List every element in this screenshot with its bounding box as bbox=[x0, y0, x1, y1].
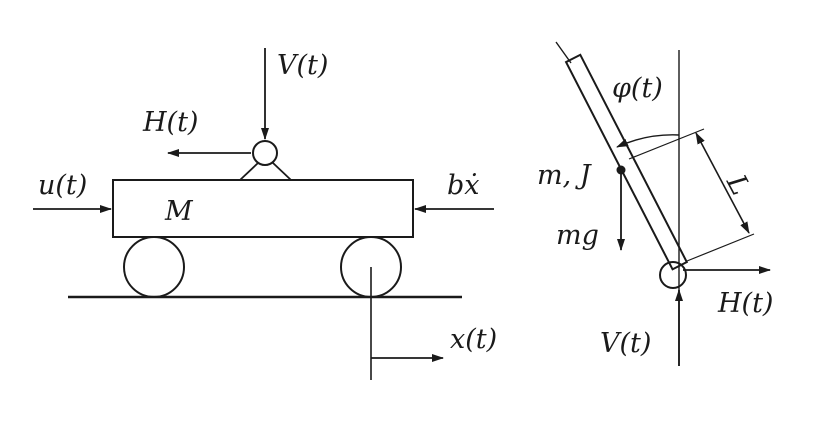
cart-vertical-force-label: V(t) bbox=[277, 50, 328, 81]
length-dimension-arrow-up bbox=[695, 132, 724, 185]
cart-horizontal-force-label: H(t) bbox=[142, 107, 198, 138]
length-extension-top bbox=[628, 128, 705, 160]
pivot-support-left bbox=[239, 162, 259, 181]
cart-system: M V(t) H(t) u(t) bẋ x(t) bbox=[33, 48, 497, 380]
length-dimension-arrow-down bbox=[722, 183, 750, 234]
cart-mass-label: M bbox=[164, 196, 194, 227]
rod-axis-extension bbox=[555, 41, 572, 64]
angle-label: φ(t) bbox=[612, 73, 663, 104]
mass-inertia-label: m, J bbox=[537, 160, 593, 191]
pendulum-pivot-pin bbox=[659, 261, 687, 289]
pendulum-horizontal-force-label: H(t) bbox=[717, 288, 773, 319]
angle-arc bbox=[616, 134, 680, 148]
pivot-pin bbox=[252, 140, 278, 166]
friction-force-label: bẋ bbox=[447, 170, 480, 201]
pendulum-system: φ(t) m, J mg L H(t) V(t) bbox=[537, 41, 773, 366]
pivot-support-right bbox=[272, 162, 292, 181]
pendulum-vertical-force-label: V(t) bbox=[600, 328, 651, 359]
cart-body bbox=[112, 179, 414, 238]
gravity-label: mg bbox=[556, 220, 599, 251]
position-label: x(t) bbox=[450, 324, 497, 355]
center-of-mass-dot bbox=[616, 165, 626, 175]
length-label: L bbox=[720, 169, 756, 200]
length-extension-bottom bbox=[686, 233, 755, 262]
left-wheel bbox=[123, 236, 185, 298]
pendulum-rod bbox=[564, 53, 689, 271]
input-force-label: u(t) bbox=[38, 170, 87, 201]
